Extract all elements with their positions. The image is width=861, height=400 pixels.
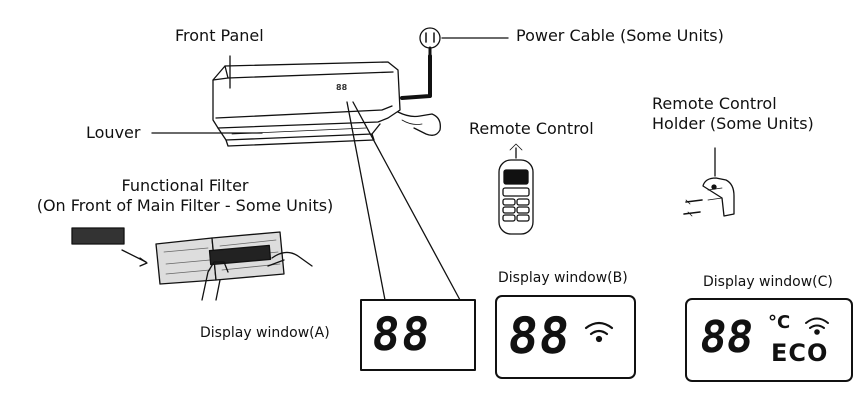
display-c-digits: 88 [696,312,757,363]
remote-holder-label: Remote Control Holder (Some Units) [652,94,822,134]
display-window-a-label: Display window(A) [200,325,330,341]
unit-display-digits: 88 [336,83,348,92]
wifi-icon [805,317,829,335]
remote-holder-label-line2: Holder (Some Units) [652,114,814,133]
display-c-mode: ECO [771,339,829,367]
remote-holder-label-line1: Remote Control [652,94,777,113]
power-plug-icon [419,27,441,49]
hand-icon-right [271,251,313,267]
projection-line-right [352,101,461,301]
remote-holder-icon [683,147,735,217]
display-window-c-label: Display window(C) [703,274,833,290]
display-b-digits: 88 [504,307,574,365]
remote-control-icon [498,143,534,235]
projection-line-left [346,101,386,301]
filter-icon [71,227,313,301]
louver [217,123,381,141]
indoor-unit [212,61,441,147]
front-panel-label: Front Panel [175,26,264,45]
functional-filter-label: Functional Filter (On Front of Main Filt… [15,176,355,216]
display-window-b-label: Display window(B) [498,270,628,286]
hand-icon [201,261,229,301]
display-window-a [360,299,476,371]
functional-filter-label-line1: Functional Filter [121,176,249,195]
display-window-b [495,295,636,379]
wifi-icon [584,321,614,343]
functional-filter-label-line2: (On Front of Main Filter - Some Units) [36,196,334,215]
power-cable [400,27,441,100]
display-c-unit: °C [768,312,791,333]
louver-label: Louver [86,123,141,142]
display-a-digits: 88 [369,307,435,361]
power-cable-label: Power Cable (Some Units) [516,26,724,45]
remote-control-label: Remote Control [469,119,594,138]
